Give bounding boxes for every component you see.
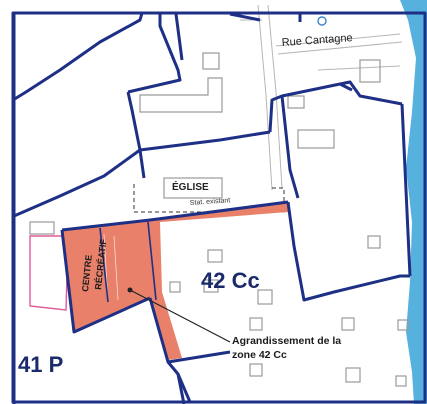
building (397, 319, 409, 331)
building (341, 317, 355, 331)
zone-border (127, 14, 182, 94)
zone-border (13, 148, 141, 218)
zone-border (280, 95, 300, 199)
church-label: ÉGLISE (172, 180, 209, 193)
zone-42cc-label: 42 Cc (201, 268, 260, 293)
street-lines (240, 4, 403, 191)
recreation-center-label-1: CENTRE (80, 254, 94, 292)
building (395, 375, 407, 387)
zone-border (339, 82, 353, 92)
building (359, 59, 381, 83)
building (202, 52, 220, 70)
street-name-label: Rue Cantagne (281, 32, 353, 49)
zone-border (60, 229, 151, 334)
building (287, 95, 305, 109)
zone-border (61, 200, 289, 232)
zone-41p-label: 41 P (18, 352, 63, 377)
church-sublabel: Stat. existant (190, 197, 231, 207)
church-building (163, 177, 223, 199)
building (29, 221, 55, 235)
zone-expansion-area (62, 202, 288, 360)
annotation-label-line2: zone 42 Cc (232, 349, 287, 361)
zone-border (148, 297, 192, 403)
building (367, 235, 381, 249)
water-body (400, 0, 427, 404)
annotation-leader-line (129, 289, 231, 343)
building (345, 367, 361, 383)
annotation-label-line1: Agrandissement de la (232, 335, 341, 347)
water-tower-icon (317, 16, 327, 26)
recreation-internal-borders (99, 221, 157, 303)
building (169, 281, 181, 293)
zone-borders (11, 11, 427, 404)
building-outlines (29, 52, 409, 387)
pink-lot-outline (29, 235, 69, 311)
building (249, 317, 263, 331)
zone-border (286, 201, 410, 302)
zone-border (229, 12, 261, 22)
building (207, 249, 223, 263)
building (249, 363, 263, 377)
zone-border (174, 13, 184, 61)
building (257, 289, 273, 305)
zone-border (400, 103, 412, 277)
zone-border (138, 149, 146, 179)
zone-border (176, 373, 186, 404)
building (139, 77, 223, 113)
zone-border (167, 350, 231, 364)
building (203, 279, 219, 293)
zone-border (12, 12, 144, 102)
building (297, 129, 335, 149)
annotation-leader-dot (127, 287, 133, 293)
